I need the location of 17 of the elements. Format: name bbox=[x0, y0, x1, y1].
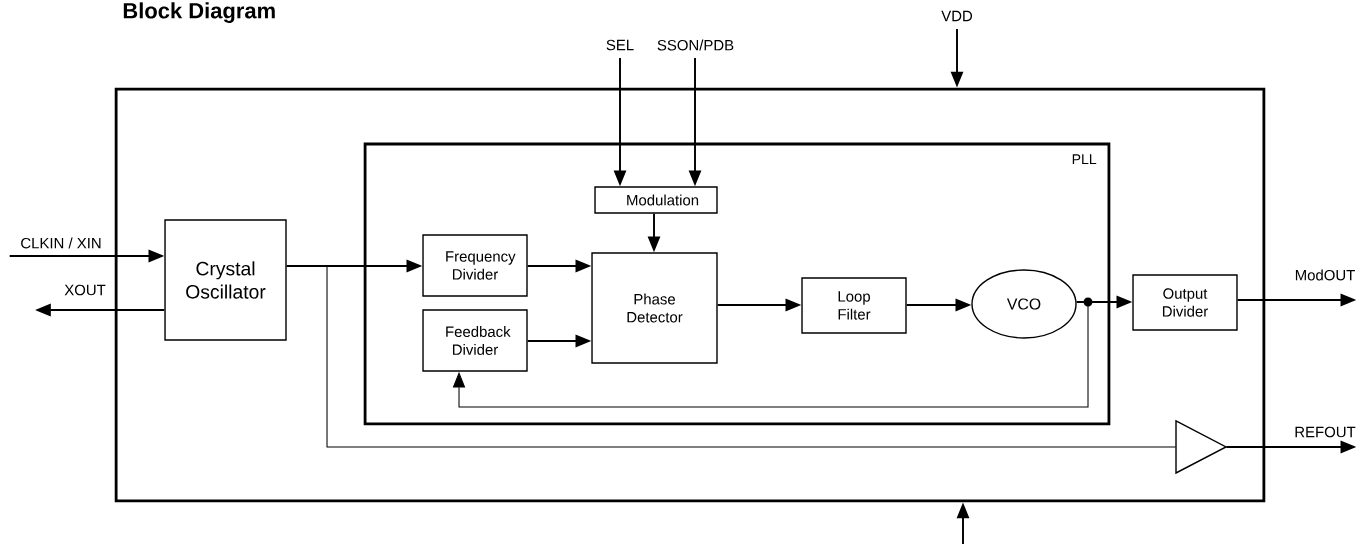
block-box: Modulation bbox=[594, 186, 718, 214]
block-box: Phase Detector bbox=[591, 252, 718, 364]
chip-outline bbox=[114, 87, 1266, 503]
block-box: Loop Filter bbox=[801, 277, 907, 334]
pin-label: ModOUT bbox=[1295, 269, 1355, 281]
pin-label: SSON/PDB bbox=[657, 39, 734, 51]
pin-label: VDD bbox=[941, 10, 973, 22]
arrow bbox=[452, 301, 1089, 408]
pin-label: SEL bbox=[606, 39, 634, 51]
pin-label: REFOUT bbox=[1295, 426, 1356, 438]
block-box: Feedback Divider bbox=[422, 309, 528, 372]
block-box: Frequency Divider bbox=[422, 234, 528, 297]
block-box: Output Divider bbox=[1132, 274, 1238, 331]
diagram-title: Block Diagram bbox=[123, 2, 275, 23]
pin-label: XOUT bbox=[64, 284, 106, 296]
block-box: Crystal Oscillator bbox=[164, 219, 287, 341]
pin-label: CLKIN / XIN bbox=[21, 237, 101, 249]
